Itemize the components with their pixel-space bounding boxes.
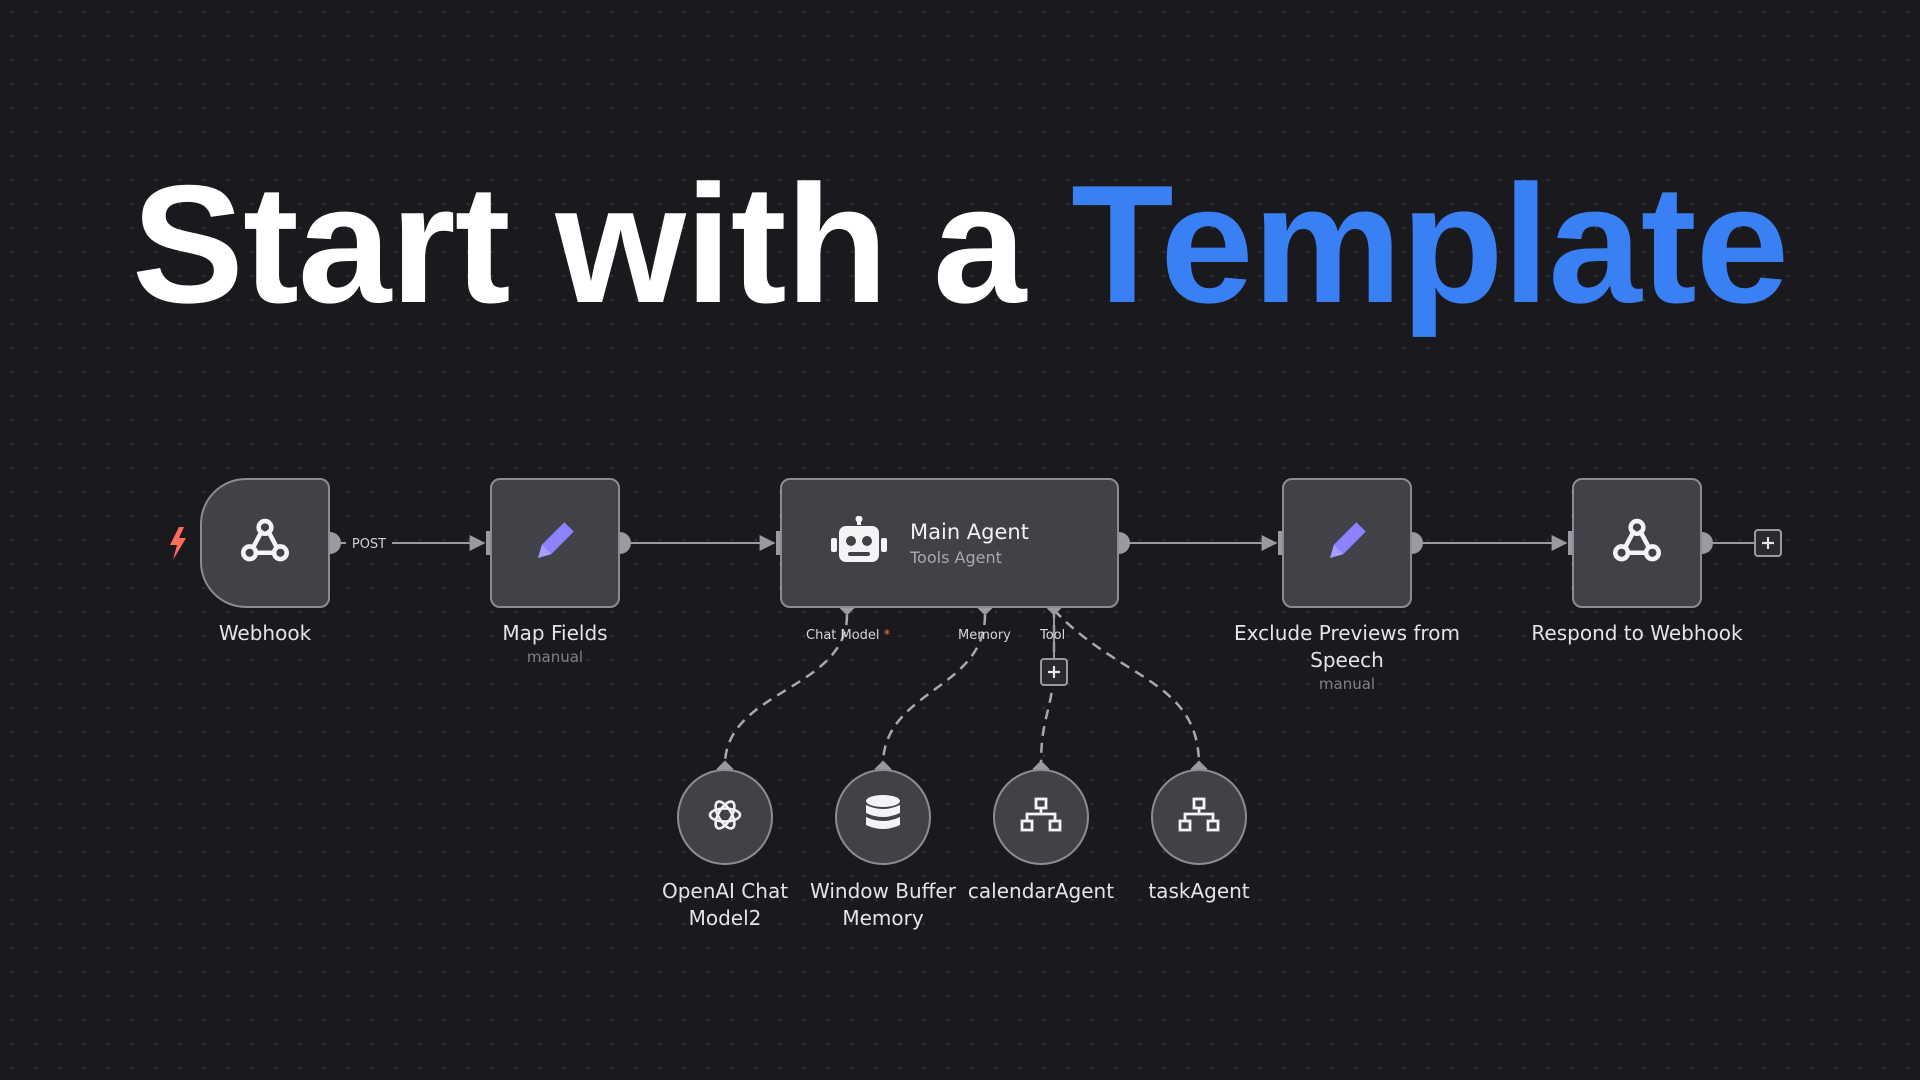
window-buffer-memory-label: Window Buffer Memory — [810, 879, 956, 930]
add-node-button[interactable] — [1754, 529, 1782, 557]
headline-main: Start with a — [131, 150, 1026, 338]
webhook-node[interactable] — [200, 478, 330, 608]
add-tool-button[interactable] — [1040, 658, 1068, 686]
task-agent-label: taskAgent — [1148, 879, 1250, 903]
edge-memory-buffer[interactable] — [881, 614, 987, 766]
memory-connector-label: Memory — [958, 628, 1011, 643]
window-buffer-memory-node[interactable] — [835, 769, 931, 865]
main-agent-node[interactable]: Main Agent Tools Agent — [780, 478, 1119, 608]
plus-icon — [1048, 666, 1060, 678]
webhook-icon — [1608, 512, 1666, 574]
tool-connector-label: Tool — [1040, 628, 1066, 643]
respond-webhook-label: Respond to Webhook — [1531, 621, 1743, 645]
main-agent-subtitle: Tools Agent — [910, 547, 1002, 567]
edge-label-post: POST — [352, 537, 386, 552]
calendar-agent-node[interactable] — [993, 769, 1089, 865]
respond-webhook-node[interactable] — [1572, 478, 1702, 608]
sitemap-icon — [1020, 797, 1062, 837]
main-agent-title: Main Agent — [910, 519, 1029, 544]
pencil-icon — [1317, 511, 1377, 575]
exclude-previews-node[interactable] — [1282, 478, 1412, 608]
sitemap-icon — [1178, 797, 1220, 837]
database-icon — [863, 794, 903, 840]
headline: Start with a Template — [0, 160, 1920, 328]
webhook-label: Webhook — [218, 621, 312, 645]
edge-chatmodel-openai[interactable] — [723, 614, 849, 766]
openai-chat-model-label: OpenAI Chat Model2 — [661, 879, 789, 930]
main-agent-text: Main Agent Tools Agent — [910, 520, 1029, 567]
plus-icon — [1762, 537, 1774, 549]
calendar-agent-label: calendarAgent — [967, 879, 1115, 903]
openai-chat-model-node[interactable] — [677, 769, 773, 865]
map-fields-node[interactable] — [490, 478, 620, 608]
post-label-bg — [346, 533, 392, 553]
webhook-icon — [236, 512, 294, 574]
pencil-icon — [525, 511, 585, 575]
edge-tool-task[interactable] — [1053, 609, 1201, 766]
headline-accent: Template — [1071, 150, 1789, 338]
trigger-bolt-icon — [170, 527, 186, 560]
openai-icon — [703, 793, 747, 841]
chat-model-connector-label: Chat Model * — [806, 628, 891, 643]
task-agent-node[interactable] — [1151, 769, 1247, 865]
robot-icon — [830, 515, 888, 570]
